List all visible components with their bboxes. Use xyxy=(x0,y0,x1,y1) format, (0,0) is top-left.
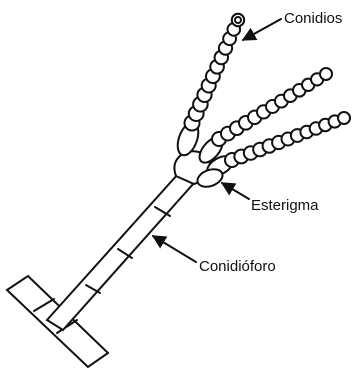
conidium xyxy=(320,68,332,80)
conidiophore-stalk xyxy=(47,174,194,330)
label-conidios-group: Conidios xyxy=(243,10,342,40)
conidioforo-arrow xyxy=(153,236,196,262)
conidium xyxy=(235,17,241,23)
label-esterigma-group: Esterigma xyxy=(222,183,319,214)
label-conidioforo: Conidióforo xyxy=(199,258,276,275)
conidium xyxy=(338,112,350,124)
label-conidios: Conidios xyxy=(284,10,342,27)
esterigma-arrow xyxy=(222,183,249,199)
label-conidioforo-group: Conidióforo xyxy=(153,236,276,275)
conidios-arrow xyxy=(243,19,281,40)
label-esterigma: Esterigma xyxy=(251,197,319,214)
